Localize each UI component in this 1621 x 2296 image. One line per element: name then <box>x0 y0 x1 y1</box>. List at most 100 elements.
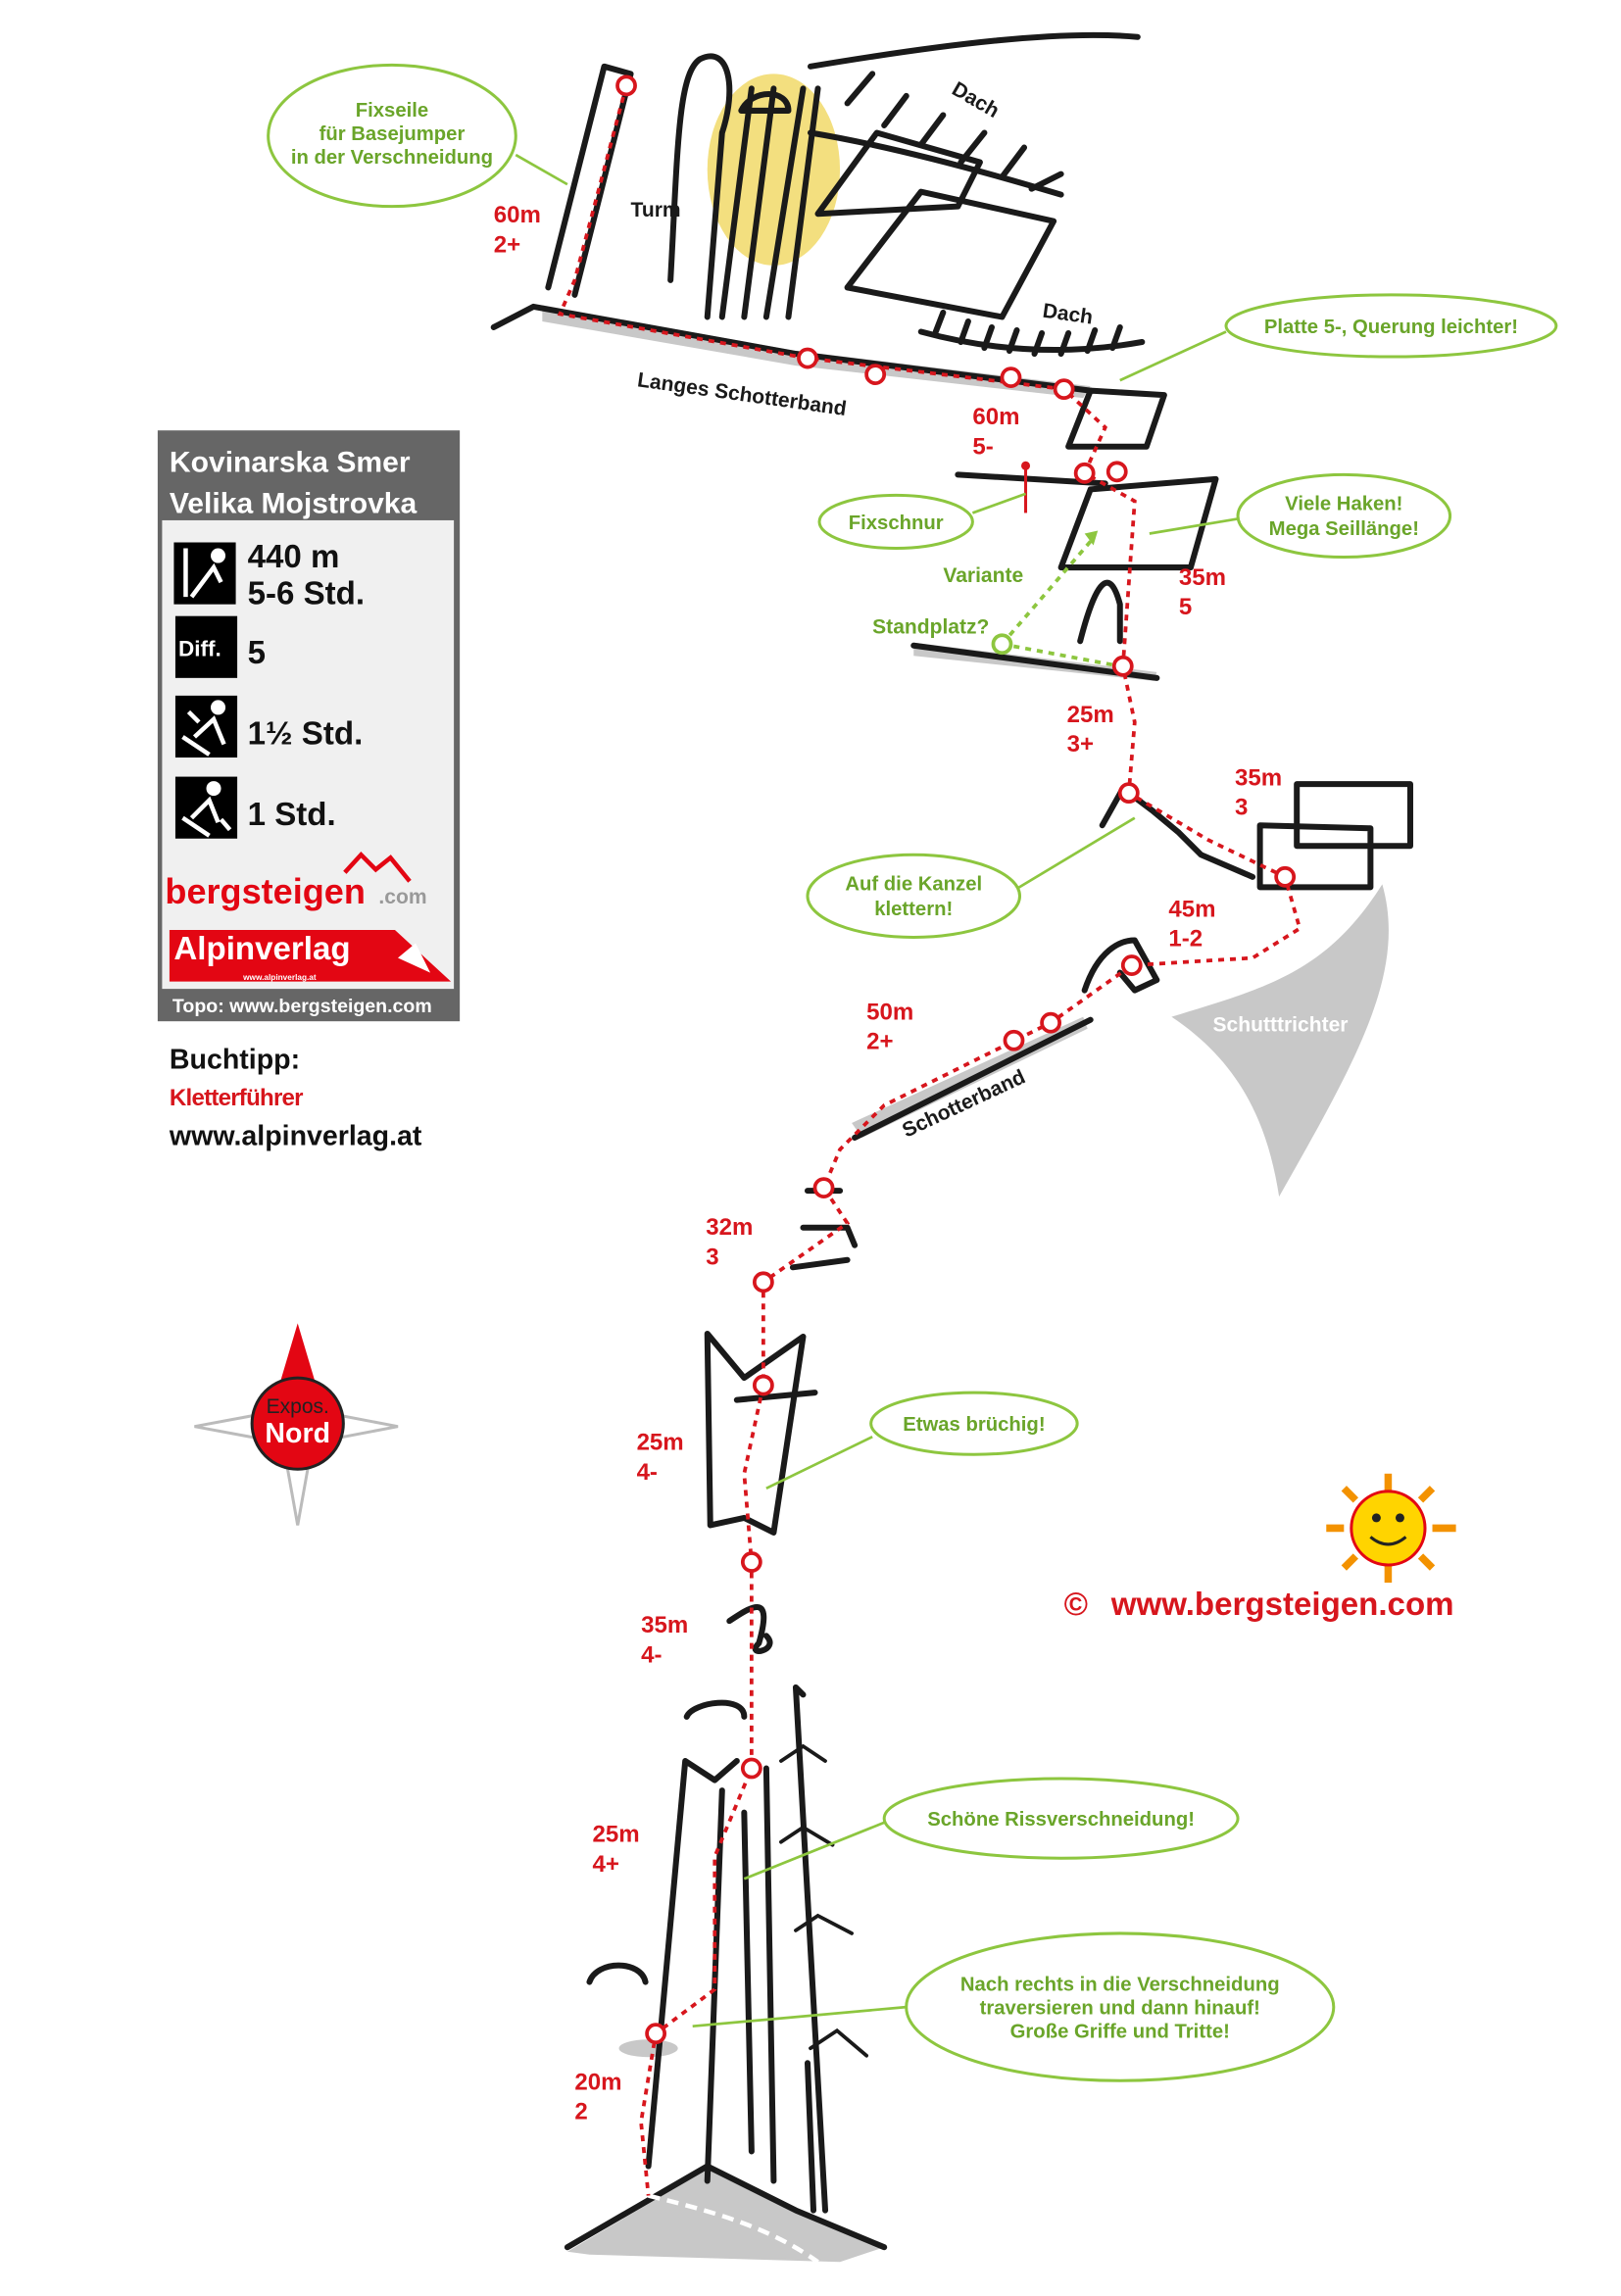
callout-traversieren: Nach rechts in die Verschneidungtraversi… <box>692 1931 1336 2082</box>
topo-shape <box>1350 1490 1427 1567</box>
belay-station <box>1003 1029 1025 1051</box>
belay-station <box>645 2023 667 2045</box>
topo-shape <box>490 303 1094 394</box>
label-text: 1 Std. <box>248 797 336 833</box>
label-text: Langes Schotterband <box>636 368 848 420</box>
label-text: 35m <box>1235 765 1282 792</box>
topo-shape <box>704 1330 807 1536</box>
label-text: 20m <box>574 2069 621 2095</box>
topo-shape <box>1119 330 1227 382</box>
topo-shape <box>1417 1553 1436 1571</box>
label-text: 4- <box>641 1641 662 1668</box>
topo-shape <box>733 1390 818 1403</box>
belay-station <box>1040 1011 1061 1034</box>
label-text: Standplatz? <box>872 616 989 639</box>
topo-shape <box>557 84 1302 2196</box>
topo-shape <box>648 2193 819 2265</box>
topo-shape <box>211 548 226 563</box>
belay-station <box>1053 378 1075 401</box>
callout-fixschnur: Fixschnur <box>817 492 1026 551</box>
label-text: Platte 5-, Querung leichter! <box>1264 317 1518 338</box>
topo-shape <box>515 153 568 186</box>
topo-shape <box>869 1391 1079 1456</box>
label-text: klettern! <box>874 899 953 920</box>
label-text: Nord <box>265 1418 330 1449</box>
topo-shape <box>817 493 974 551</box>
callout-viele-haken: Viele Haken! Mega Seillänge! <box>1149 472 1452 560</box>
label-text: 1-2 <box>1168 926 1203 953</box>
topo-shape <box>743 1820 888 1881</box>
copyright: © www.bergsteigen.com <box>1064 1587 1454 1623</box>
topo-shape <box>1236 472 1452 560</box>
belay-stations <box>615 74 1297 2045</box>
label-text: 5 <box>248 635 266 671</box>
callout-bruechig: Etwas brüchig! <box>765 1391 1079 1490</box>
topo-shape <box>882 1777 1240 1860</box>
topo-shape <box>181 796 232 838</box>
label-text: 3+ <box>1067 731 1094 757</box>
highlight-area <box>707 73 841 266</box>
label-text: 5-6 Std. <box>248 576 365 612</box>
label-text: Viele Haken! <box>1285 493 1402 514</box>
topo-shape <box>586 1962 649 1985</box>
label-text: Turm <box>631 199 681 221</box>
belay-station <box>864 364 887 385</box>
label-text: für Basejumper <box>319 123 466 145</box>
topo-shape <box>1015 816 1136 891</box>
topo-shape <box>905 1931 1336 2082</box>
topo-shape <box>1341 1486 1359 1503</box>
label-text: Schutttrichter <box>1212 1014 1348 1037</box>
topo-shape <box>1224 293 1558 359</box>
topo-shape <box>397 943 431 973</box>
variant-belay <box>991 633 1013 656</box>
label-text: Fixseile <box>356 100 428 122</box>
topo-shape <box>1084 530 1099 546</box>
topo-shape <box>726 1604 773 1654</box>
label-text: Dach <box>1041 300 1094 329</box>
variant-route <box>1002 642 1121 668</box>
label-text: traversieren und dann hinauf! <box>980 1998 1260 2020</box>
label-text: 2+ <box>866 1029 893 1055</box>
topo-shape <box>267 63 517 209</box>
label-text: 25m <box>637 1430 684 1456</box>
topo-shape <box>765 1435 873 1490</box>
difficulty-icon <box>174 615 238 678</box>
schutttrichter-area <box>1171 884 1389 1197</box>
label-text: Alpinverlag <box>173 931 350 967</box>
label-text: Kletterführer <box>170 1085 303 1111</box>
topo-shape <box>1369 1536 1407 1546</box>
label-text: 25m <box>592 1822 639 1848</box>
label-text: Schöne Rissverschneidung! <box>927 1809 1195 1831</box>
belay-station <box>1120 954 1143 976</box>
belay-station <box>812 1177 835 1198</box>
label-text: www.alpinverlag.at <box>169 1120 422 1151</box>
label-text: in der Verschneidung <box>291 147 493 169</box>
label-text: 32m <box>706 1214 753 1241</box>
label-text: Große Griffe und Tritte! <box>1010 2022 1230 2043</box>
belay-station <box>740 1551 762 1573</box>
book-tip: Buchtipp: Kletterführer www.alpinverlag.… <box>169 1044 422 1151</box>
label-text: Dach <box>948 77 1003 122</box>
label-text: 2 <box>574 2098 587 2125</box>
belay-station <box>797 347 818 369</box>
label-text: 2+ <box>494 231 520 258</box>
label-text: Variante <box>943 564 1023 587</box>
callout-rissverschneidung: Schöne Rissverschneidung! <box>743 1777 1240 1881</box>
topo-shape <box>1294 781 1413 850</box>
climber-icon <box>173 542 236 605</box>
topo-shape <box>1341 1553 1359 1571</box>
topo-shape <box>844 188 1057 320</box>
label-text: .com <box>378 886 426 908</box>
topo-shape <box>618 2039 678 2058</box>
label-text: Mega Seillänge! <box>1269 518 1419 540</box>
label-text: www.alpinverlag.at <box>242 973 317 982</box>
label-text: © <box>1064 1587 1088 1623</box>
topo-shape <box>692 2005 907 2028</box>
label-text: 50m <box>866 1000 913 1026</box>
label-text: Diff. <box>178 636 221 660</box>
topo-shape <box>1326 1473 1456 1584</box>
topo-shape <box>183 548 223 599</box>
label-text: 60m <box>972 404 1019 430</box>
